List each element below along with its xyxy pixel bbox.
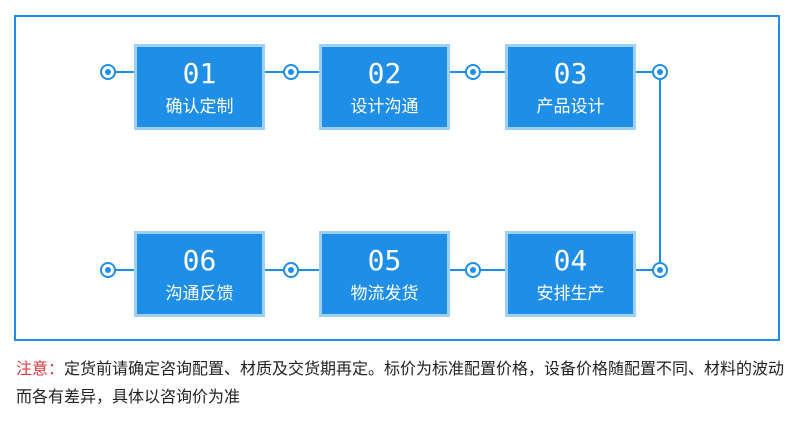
step-06-box: 06 沟通反馈 xyxy=(134,231,265,317)
step-01-box: 01 确认定制 xyxy=(134,44,265,130)
step-label: 物流发货 xyxy=(350,284,419,304)
step-number: 02 xyxy=(367,57,402,90)
connector-node xyxy=(465,64,481,80)
notice-body: 定货前请确定咨询配置、材质及交货期再定。标价为标准配置价格，设备价格随配置不同、… xyxy=(16,359,785,406)
step-02-box: 02 设计沟通 xyxy=(319,44,450,130)
step-label: 安排生产 xyxy=(536,284,605,304)
connector-node xyxy=(100,262,116,278)
step-number: 04 xyxy=(553,244,588,277)
step-number: 03 xyxy=(553,57,588,90)
step-label: 确认定制 xyxy=(165,97,234,117)
step-number: 05 xyxy=(367,244,402,277)
connector-node xyxy=(652,64,668,80)
connector-node xyxy=(465,262,481,278)
step-label: 沟通反馈 xyxy=(165,284,234,304)
step-number: 01 xyxy=(182,57,217,90)
connector-node xyxy=(283,262,299,278)
step-04-box: 04 安排生产 xyxy=(505,231,636,317)
step-05-box: 05 物流发货 xyxy=(319,231,450,317)
step-label: 产品设计 xyxy=(536,97,605,117)
step-label: 设计沟通 xyxy=(350,97,419,117)
connector-node xyxy=(283,64,299,80)
process-frame xyxy=(14,15,780,341)
notice-heading: 注意： xyxy=(16,359,65,378)
step-03-box: 03 产品设计 xyxy=(505,44,636,130)
connector-node xyxy=(652,262,668,278)
step-number: 06 xyxy=(182,244,217,277)
connector-node xyxy=(100,64,116,80)
notice-text: 注意：定货前请确定咨询配置、材质及交货期再定。标价为标准配置价格，设备价格随配置… xyxy=(16,355,788,411)
